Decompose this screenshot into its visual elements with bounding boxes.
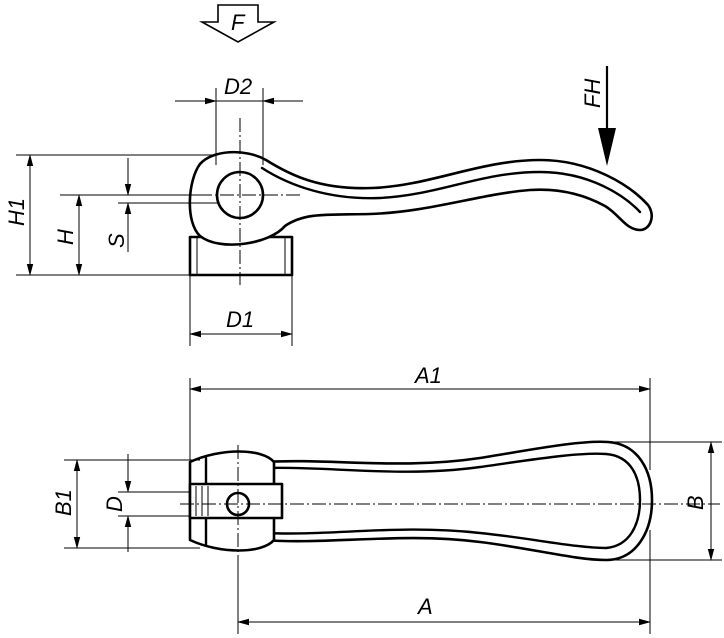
dim-a-label: A xyxy=(416,594,433,619)
dim-s-label: S xyxy=(104,233,129,248)
force-fh-label: FH xyxy=(580,79,605,108)
dim-a1-label: A1 xyxy=(413,363,442,388)
dim-b: B xyxy=(605,441,722,561)
dim-d-label: D xyxy=(102,496,127,512)
plan-view: A1 A B B1 D xyxy=(51,363,722,634)
dim-d1: D1 xyxy=(189,276,293,346)
dim-b-label: B xyxy=(683,495,708,510)
dim-a1: A1 xyxy=(189,363,651,470)
lever-plan-contour xyxy=(264,452,642,550)
dim-d: D xyxy=(102,454,190,552)
force-f-label: F xyxy=(231,10,246,35)
side-view: F FH D2 xyxy=(4,4,653,346)
dim-d1-label: D1 xyxy=(226,307,254,332)
dim-d2-label: D2 xyxy=(224,74,252,99)
lever-plan xyxy=(260,440,654,562)
lever-contour xyxy=(260,166,642,214)
dim-s: S xyxy=(104,158,218,252)
dim-b1-label: B1 xyxy=(51,489,76,516)
dim-b1: B1 xyxy=(51,459,200,549)
dim-h1-label: H1 xyxy=(4,198,29,226)
dim-h-label: H xyxy=(53,229,78,245)
dim-h1: H1 xyxy=(4,154,218,276)
dim-d2: D2 xyxy=(175,74,303,165)
force-fh-arrow: FH xyxy=(580,66,616,166)
dim-a: A xyxy=(237,530,651,634)
lever-side xyxy=(188,150,653,246)
force-f-arrow: F xyxy=(198,4,278,43)
